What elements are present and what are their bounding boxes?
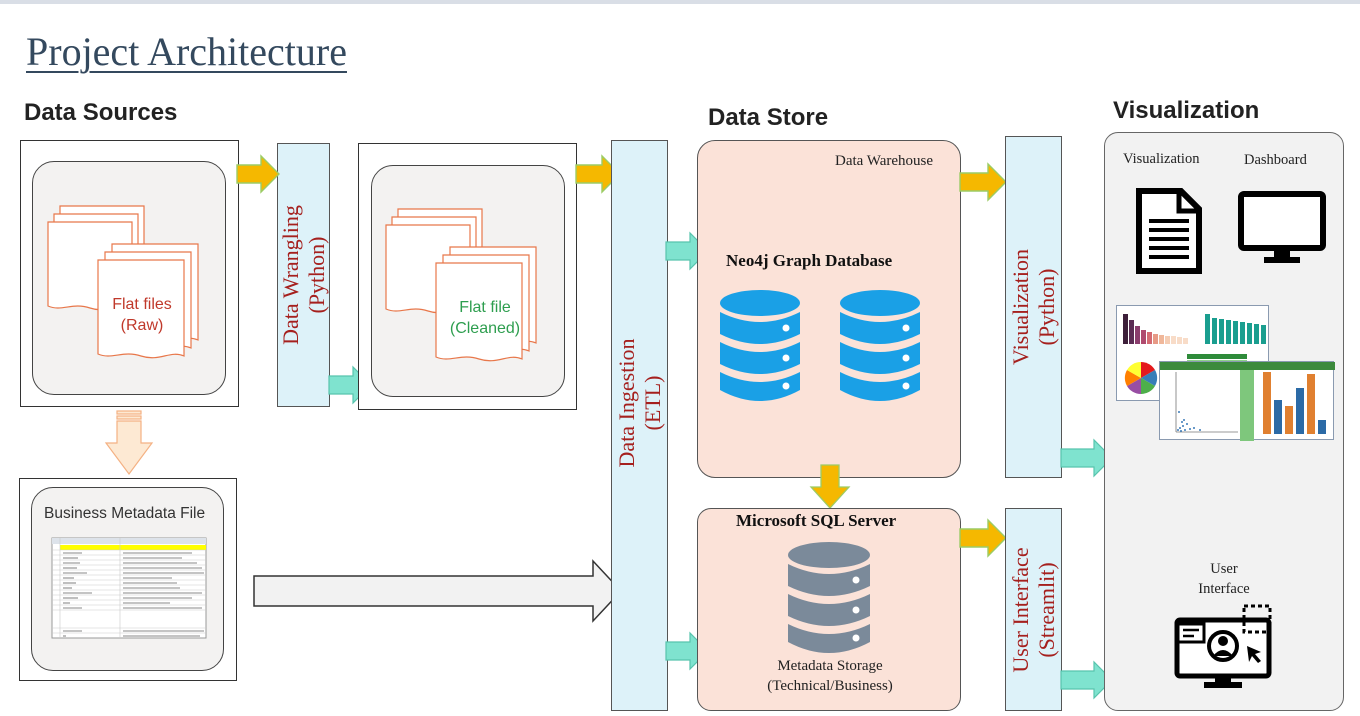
page-title: Project Architecture — [26, 29, 347, 74]
data-wrangling-line1: Data Wrangling — [277, 205, 303, 345]
user-interface-streamlit-line2: (Streamlit) — [1033, 561, 1059, 658]
data-wrangling-label: Data Wrangling (Python) — [278, 205, 330, 345]
flat-files-raw-line1: Flat files — [112, 296, 172, 313]
down-arrow-icon — [104, 410, 154, 476]
sql-to-ui-arrow — [959, 518, 1007, 558]
visualization-caption: Visualization — [1123, 151, 1200, 167]
raw-to-wrangling-arrow — [236, 154, 280, 194]
visualization-python-line1: Visualization — [1007, 249, 1033, 365]
metadata-storage-label: Metadata Storage (Technical/Business) — [740, 656, 920, 696]
user-interface-caption: User Interface — [1180, 559, 1268, 599]
user-interface-streamlit-line1: User Interface — [1007, 546, 1033, 673]
database-grey-icon — [788, 542, 870, 653]
data-ingestion-line1: Data Ingestion — [613, 338, 639, 468]
section-data-store: Data Store — [708, 104, 829, 131]
data-ingestion-line2: (ETL) — [639, 375, 665, 431]
user-interface-streamlit-bar: User Interface (Streamlit) — [1005, 508, 1062, 711]
data-wrangling-bar: Data Wrangling (Python) — [277, 143, 330, 407]
sql-server-title: Microsoft SQL Server — [736, 511, 897, 530]
scatter-bar-charts — [1160, 362, 1335, 441]
flat-files-raw-line2: (Raw) — [120, 317, 164, 334]
database-icon — [840, 290, 920, 401]
flat-files-raw-label: Flat files (Raw) — [104, 294, 180, 336]
visualization-python-label: Visualization (Python) — [1008, 249, 1060, 365]
data-ingestion-label: Data Ingestion (ETL) — [614, 338, 666, 467]
flat-file-cleaned-line1: Flat file — [459, 299, 511, 316]
spreadsheet-thumbnail — [51, 537, 207, 639]
flat-file-cleaned-label: Flat file (Cleaned) — [442, 297, 528, 339]
section-data-sources: Data Sources — [24, 99, 178, 126]
document-icon — [1136, 188, 1202, 274]
user-interface-caption-line2: Interface — [1198, 581, 1250, 597]
metadata-to-ingestion-arrow — [253, 559, 623, 623]
database-icon — [720, 290, 800, 401]
raw-files-panel — [20, 140, 239, 407]
metadata-storage-line1: Metadata Storage — [777, 658, 883, 674]
section-visualization: Visualization — [1113, 97, 1260, 124]
user-interface-icon — [1174, 604, 1272, 688]
user-interface-caption-line1: User — [1210, 561, 1238, 577]
data-ingestion-bar: Data Ingestion (ETL) — [611, 140, 668, 711]
data-wrangling-line2: (Python) — [303, 236, 329, 314]
user-interface-streamlit-label: User Interface (Streamlit) — [1008, 547, 1060, 672]
metadata-file-title: Business Metadata File — [44, 505, 206, 522]
data-warehouse-label: Data Warehouse — [835, 153, 934, 169]
monitor-icon — [1238, 191, 1326, 263]
visualization-python-bar: Visualization (Python) — [1005, 136, 1062, 478]
metadata-storage-line2: (Technical/Business) — [767, 678, 893, 694]
flat-file-cleaned-line2: (Cleaned) — [449, 320, 521, 337]
scatter-bar-thumbnail — [1159, 361, 1335, 441]
neo4j-label: Neo4j Graph Database — [726, 251, 893, 270]
ui-to-panel-arrow — [1060, 660, 1113, 700]
warehouse-to-viz-arrow — [959, 162, 1007, 202]
dashboard-caption: Dashboard — [1244, 152, 1307, 168]
flat-file-cleaned-icon — [385, 208, 537, 362]
visualization-python-line2: (Python) — [1033, 268, 1059, 346]
top-border — [0, 0, 1360, 4]
viz-to-panel-arrow — [1060, 438, 1113, 478]
warehouse-to-sql-arrow — [809, 464, 851, 509]
flat-files-raw-icon — [47, 205, 199, 359]
